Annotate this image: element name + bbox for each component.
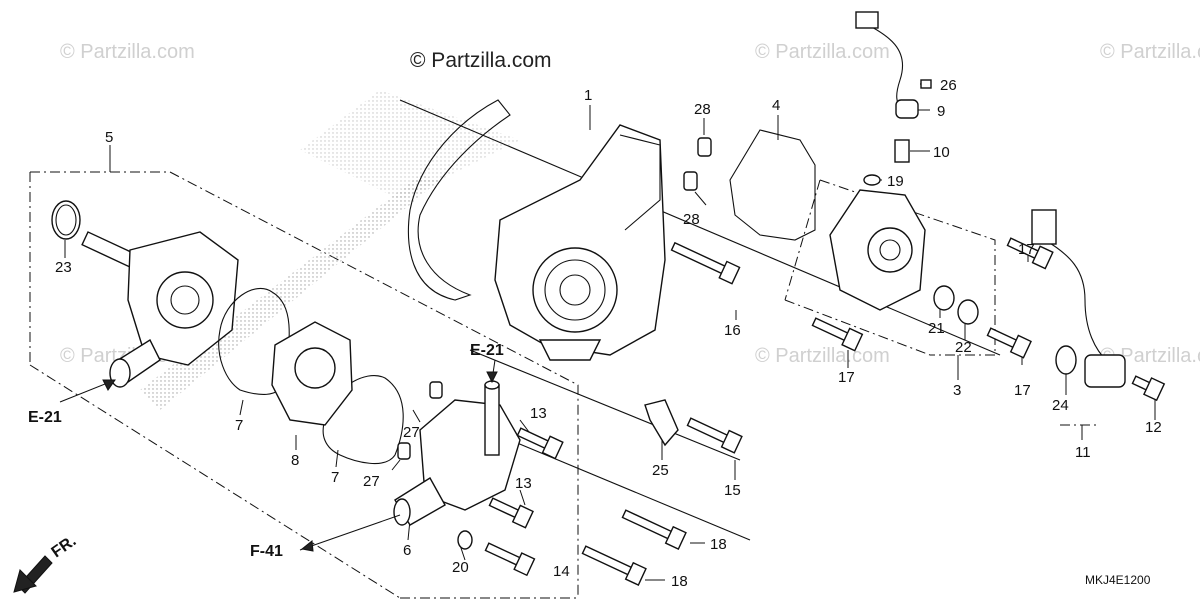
callout[interactable]: 17 xyxy=(1018,241,1035,258)
bearing-21 xyxy=(933,285,955,311)
dowel-pin-28b xyxy=(683,171,698,191)
watermark: © Partzilla.com xyxy=(755,41,890,63)
boundary-lines xyxy=(29,171,1100,599)
callout[interactable]: 20 xyxy=(452,559,469,576)
watermark: © Partzilla.com xyxy=(1100,41,1200,63)
sensor-11 xyxy=(1031,209,1126,388)
reference-arrows xyxy=(13,359,498,594)
gasket-4 xyxy=(729,129,816,241)
dowel-pin-27a xyxy=(429,381,443,399)
callout[interactable]: 11 xyxy=(1075,444,1091,461)
watermark: © Partzilla.com xyxy=(755,345,890,367)
callout[interactable]: 21 xyxy=(928,320,945,337)
callout[interactable]: 23 xyxy=(55,259,72,276)
callout[interactable]: 15 xyxy=(724,482,741,499)
callout[interactable]: 17 xyxy=(838,369,855,386)
callout[interactable]: 16 xyxy=(724,322,741,339)
callout[interactable]: 25 xyxy=(652,462,669,479)
callout-numbers: 1 3 4 5 6 7 7 8 9 10 11 12 13 13 14 15 1… xyxy=(55,77,1162,590)
callout[interactable]: 6 xyxy=(403,542,411,559)
gasket-7b xyxy=(322,375,404,465)
water-pump-body xyxy=(81,231,239,388)
shading xyxy=(300,90,520,200)
callout[interactable]: 28 xyxy=(694,101,711,118)
callout[interactable]: 7 xyxy=(331,469,339,486)
copyright-text: © Partzilla.com xyxy=(410,49,552,72)
front-direction-label: FR. xyxy=(49,533,80,562)
callout[interactable]: 1 xyxy=(584,87,592,104)
callout[interactable]: 10 xyxy=(933,144,950,161)
callout[interactable]: 4 xyxy=(772,97,780,114)
callout[interactable]: 5 xyxy=(105,129,113,146)
watermark: © Partzilla.com xyxy=(60,41,195,63)
switch-10 xyxy=(894,139,910,163)
callout[interactable]: 3 xyxy=(953,382,961,399)
o-ring-19 xyxy=(863,174,881,186)
callout[interactable]: 27 xyxy=(363,473,380,490)
ref-e21-left: E-21 xyxy=(28,409,62,426)
clamp-25 xyxy=(644,399,679,447)
ref-f41: F-41 xyxy=(250,543,283,560)
dowel-pin-28a xyxy=(697,137,712,157)
dowel-pin-27b xyxy=(397,442,411,460)
callout[interactable]: 9 xyxy=(937,103,945,120)
ref-e21-top: E-21 xyxy=(470,342,504,359)
callout[interactable]: 27 xyxy=(403,424,420,441)
callout[interactable]: 24 xyxy=(1052,397,1069,414)
callout[interactable]: 17 xyxy=(1014,382,1031,399)
callout[interactable]: 13 xyxy=(530,405,547,422)
o-ring-24 xyxy=(1055,345,1077,375)
callout[interactable]: 12 xyxy=(1145,419,1162,436)
callout[interactable]: 28 xyxy=(683,211,700,228)
clip-26 xyxy=(920,79,932,89)
o-ring-23 xyxy=(51,200,81,240)
bolts xyxy=(484,237,1166,586)
callout[interactable]: 14 xyxy=(553,563,570,580)
callout[interactable]: 19 xyxy=(887,173,904,190)
callout[interactable]: 26 xyxy=(940,77,957,94)
callout[interactable]: 7 xyxy=(235,417,243,434)
callout[interactable]: 22 xyxy=(955,339,972,356)
callout[interactable]: 18 xyxy=(710,536,727,553)
callout[interactable]: 13 xyxy=(515,475,532,492)
sensor-wire-9 xyxy=(855,11,919,119)
callout[interactable]: 18 xyxy=(671,573,688,590)
pulse-generator-3 xyxy=(829,189,926,311)
callout[interactable]: 8 xyxy=(291,452,299,469)
diagram-code: MKJ4E1200 xyxy=(1085,573,1151,587)
washer-20 xyxy=(457,530,473,550)
shading xyxy=(140,175,440,410)
pump-cover-6 xyxy=(393,380,521,526)
seal-22 xyxy=(957,299,979,325)
generator-cover-1 xyxy=(407,99,666,361)
